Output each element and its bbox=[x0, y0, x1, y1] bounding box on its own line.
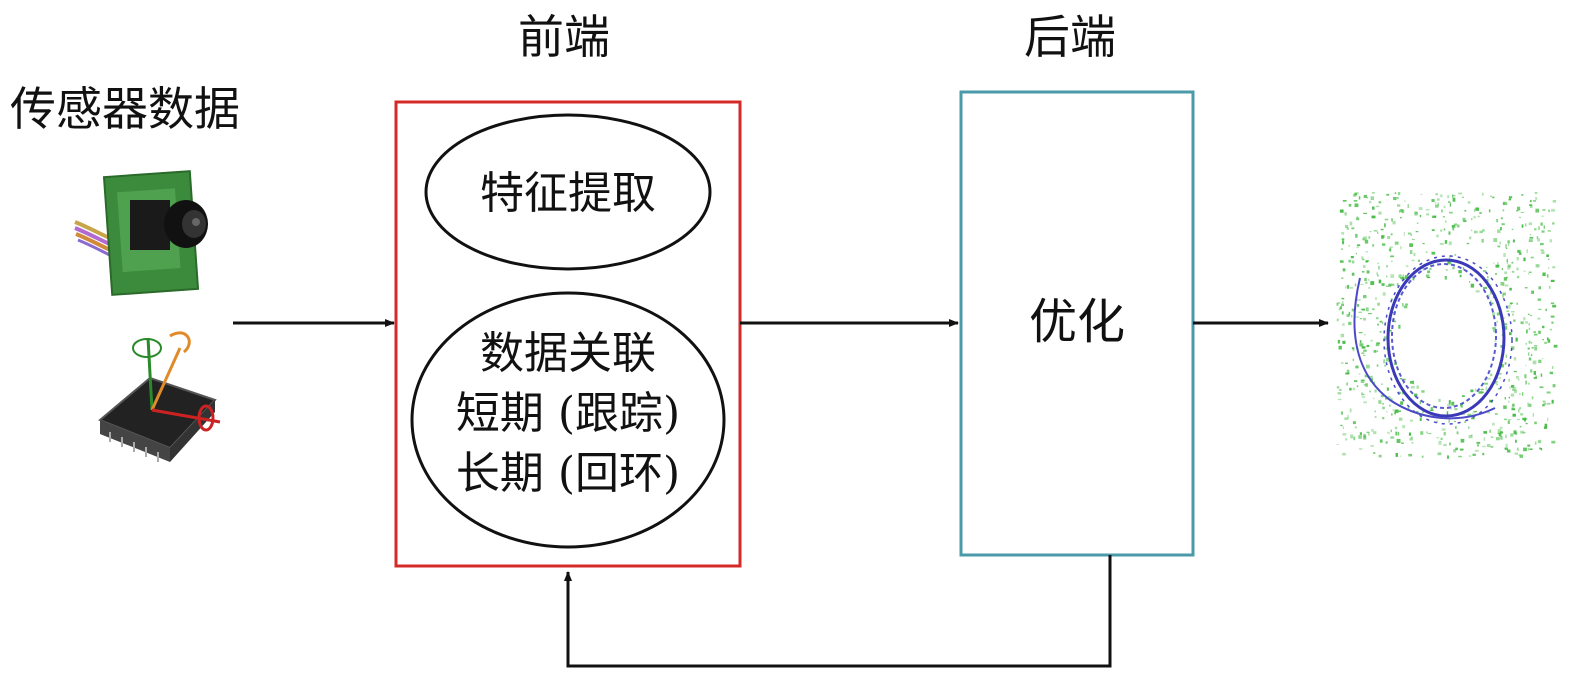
data-association-line1: 数据关联 bbox=[480, 328, 656, 379]
data-association-ellipse bbox=[410, 291, 726, 549]
optimization-label: 优化 bbox=[1029, 294, 1125, 350]
trajectory-map-icon bbox=[1332, 188, 1558, 460]
frontend-title: 前端 bbox=[518, 10, 610, 64]
feature-extraction-ellipse bbox=[424, 113, 712, 271]
feature-extraction-label: 特征提取 bbox=[480, 168, 656, 219]
data-association-line3: 长期 (回环) bbox=[456, 448, 680, 499]
backend-title: 后端 bbox=[1024, 10, 1116, 64]
sensor-data-title: 传感器数据 bbox=[10, 82, 240, 136]
imu-chip-icon bbox=[98, 331, 221, 462]
camera-sensor-icon bbox=[74, 170, 208, 296]
frontend-box bbox=[394, 100, 742, 568]
data-association-line2: 短期 (跟踪) bbox=[456, 388, 680, 439]
feedback-loop-arrow bbox=[564, 555, 1112, 668]
